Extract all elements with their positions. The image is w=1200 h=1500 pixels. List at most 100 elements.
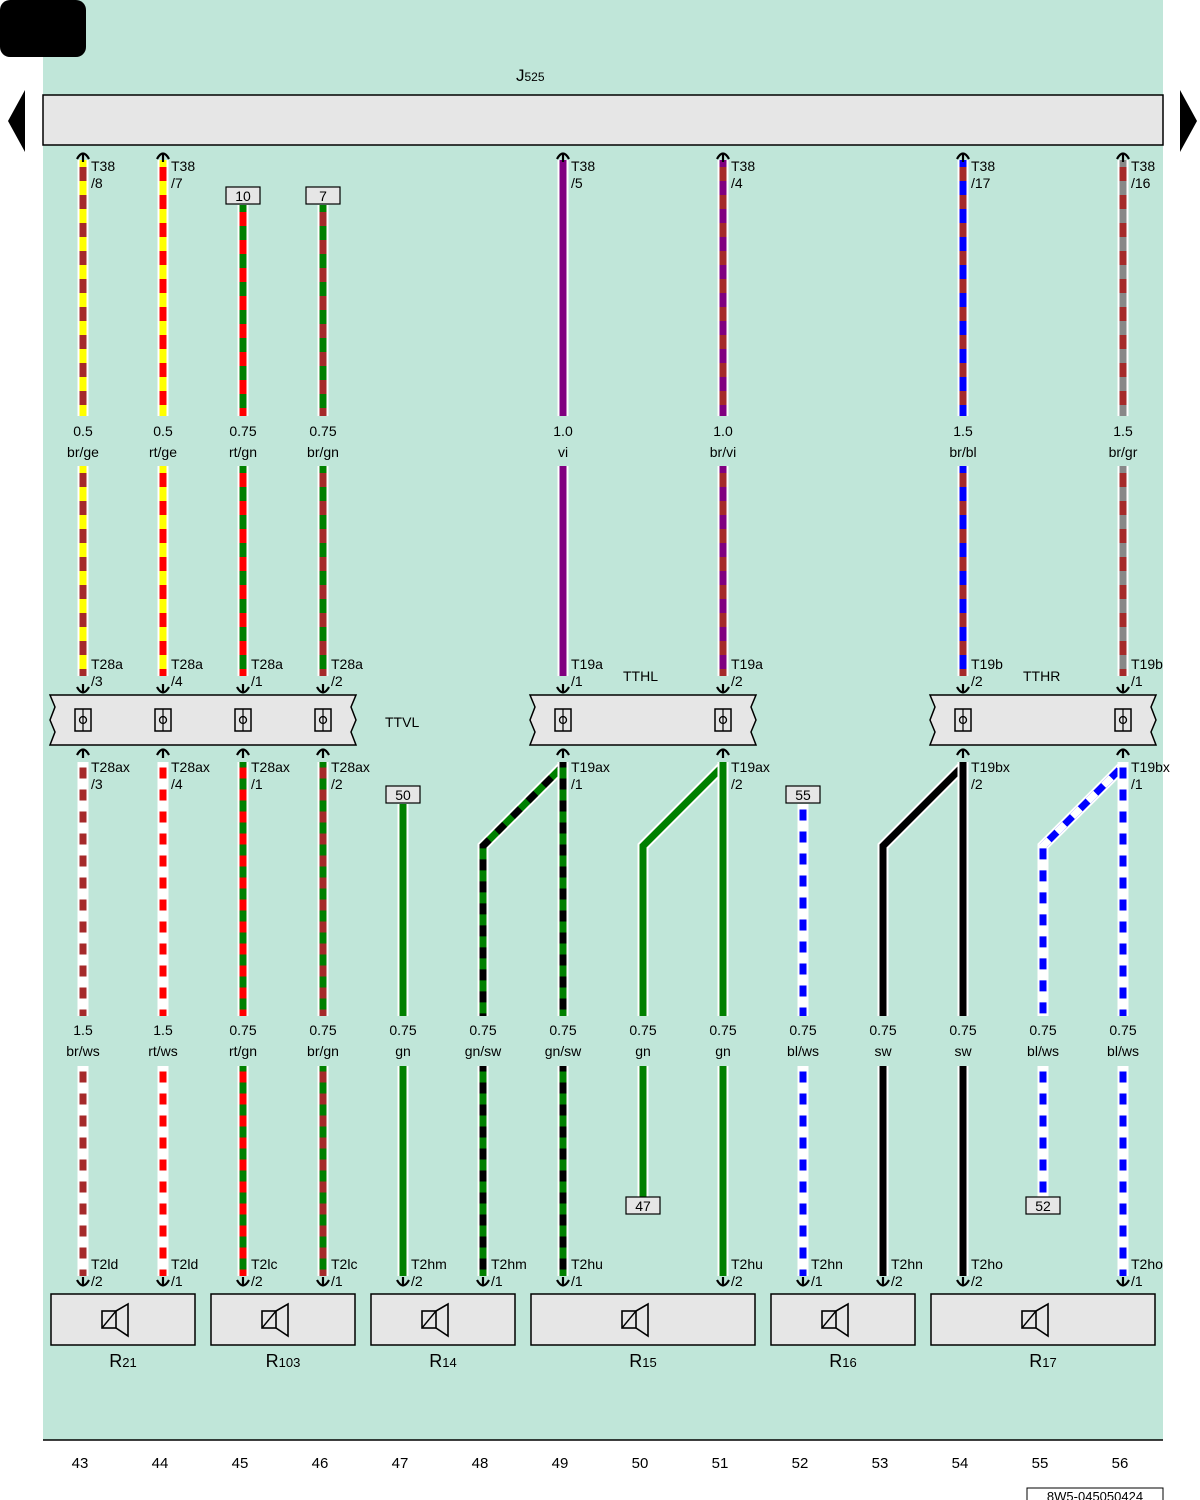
wire-color: bl/ws (1027, 1043, 1059, 1059)
pin-label: /1 (171, 1273, 183, 1289)
pin-label: /1 (1131, 776, 1143, 792)
speaker-label: R21 (109, 1351, 136, 1371)
reference-number: 55 (795, 787, 811, 803)
pin-label: /2 (971, 673, 983, 689)
column-number: 48 (472, 1455, 489, 1472)
pin-label: /1 (1131, 673, 1143, 689)
page-tab (0, 0, 86, 57)
column-number: 44 (152, 1455, 169, 1472)
speaker-box (770, 1293, 916, 1346)
doc-number-box (1026, 1487, 1164, 1500)
speaker-icon (1021, 1310, 1037, 1329)
reference-box (305, 186, 341, 205)
pin-label: T28a (251, 656, 283, 672)
pin-label: /16 (1131, 175, 1151, 191)
pin-label: /2 (731, 1273, 743, 1289)
pin-label: /2 (411, 1273, 423, 1289)
wire-gauge: 0.75 (309, 423, 336, 439)
wire-gauge: 0.75 (389, 1022, 416, 1038)
pin-label: T2ld (171, 1256, 198, 1272)
speaker-icon (421, 1310, 437, 1329)
pin-label: T19a (731, 656, 763, 672)
connector-block (528, 694, 758, 746)
pin-label: /5 (571, 175, 583, 191)
pin-label: /8 (91, 175, 103, 191)
pin-label: T38 (1131, 158, 1155, 174)
pin-label: /3 (91, 673, 103, 689)
speaker-icon (261, 1310, 277, 1329)
reference-number: 52 (1035, 1198, 1051, 1214)
pin-label: T38 (971, 158, 995, 174)
wire-color: gn/sw (545, 1043, 582, 1059)
pin-label: /4 (731, 175, 743, 191)
pin-label: T2hu (571, 1256, 603, 1272)
reference-number: 50 (395, 787, 411, 803)
pin-label: T2ho (971, 1256, 1003, 1272)
pin-label: /2 (891, 1273, 903, 1289)
wire-color: br/ge (67, 444, 99, 460)
pin-label: T2lc (331, 1256, 357, 1272)
connector-block (48, 694, 358, 746)
wire-gauge: 1.0 (713, 423, 733, 439)
speaker-icon (621, 1310, 637, 1329)
wire-gauge: 1.5 (73, 1022, 93, 1038)
pin-label: /2 (251, 1273, 263, 1289)
column-number: 47 (392, 1455, 409, 1472)
wires (77, 160, 1129, 1276)
column-number: 52 (792, 1455, 809, 1472)
pin-label: T2hm (491, 1256, 527, 1272)
pin-label: T28a (171, 656, 203, 672)
pin-label: T38 (91, 158, 115, 174)
pin-label: /2 (331, 776, 343, 792)
speaker-box (370, 1293, 516, 1346)
pin-label: T28a (331, 656, 363, 672)
wire-color: vi (558, 444, 568, 460)
wire-color: br/bl (949, 444, 976, 460)
pin-label: T28ax (331, 759, 370, 775)
pin-label: /1 (811, 1273, 823, 1289)
pin-label: T19ax (731, 759, 770, 775)
pin-label: T19ax (571, 759, 610, 775)
column-number: 53 (872, 1455, 889, 1472)
speaker-icon (261, 1310, 277, 1329)
pin-label: /2 (731, 776, 743, 792)
reference-box (785, 785, 821, 804)
wire-color: rt/ge (149, 444, 177, 460)
wire-color: gn (395, 1043, 411, 1059)
column-number: 46 (312, 1455, 329, 1472)
column-number: 56 (1112, 1455, 1129, 1472)
wire-color: bl/ws (1107, 1043, 1139, 1059)
connector-ttvl-label: TTVL (385, 714, 419, 730)
pin-label: T19a (571, 656, 603, 672)
pin-label: T38 (171, 158, 195, 174)
speaker-icon (1035, 1302, 1049, 1338)
pin-label: T19bx (971, 759, 1010, 775)
speaker-icon (635, 1302, 649, 1338)
speaker-icon (1021, 1310, 1037, 1329)
pin-label: /1 (251, 673, 263, 689)
pin-label: /4 (171, 673, 183, 689)
pin-label: /1 (1131, 1273, 1143, 1289)
prev-page-arrow-icon[interactable] (8, 90, 25, 152)
wire-gauge: 1.5 (1113, 423, 1133, 439)
wire-color: br/ws (66, 1043, 99, 1059)
pin-label: T38 (731, 158, 755, 174)
speaker-box (930, 1293, 1156, 1346)
column-number: 43 (72, 1455, 89, 1472)
wire-color: gn (715, 1043, 731, 1059)
pin-label: T2hu (731, 1256, 763, 1272)
pin-label: /1 (491, 1273, 503, 1289)
wire-color: gn/sw (465, 1043, 502, 1059)
wire-color: rt/gn (229, 1043, 257, 1059)
wire (639, 763, 726, 1016)
doc-number: 8W5-045050424 (1047, 1489, 1143, 1500)
next-page-arrow-icon[interactable] (1180, 90, 1197, 152)
reference-box (225, 186, 261, 205)
speaker-icon (435, 1302, 449, 1338)
column-number: 45 (232, 1455, 249, 1472)
wire (879, 763, 966, 1016)
components (48, 152, 1158, 1346)
speaker-label: R17 (1029, 1351, 1056, 1371)
pin-label: /17 (971, 175, 991, 191)
wire-color: rt/ws (148, 1043, 178, 1059)
